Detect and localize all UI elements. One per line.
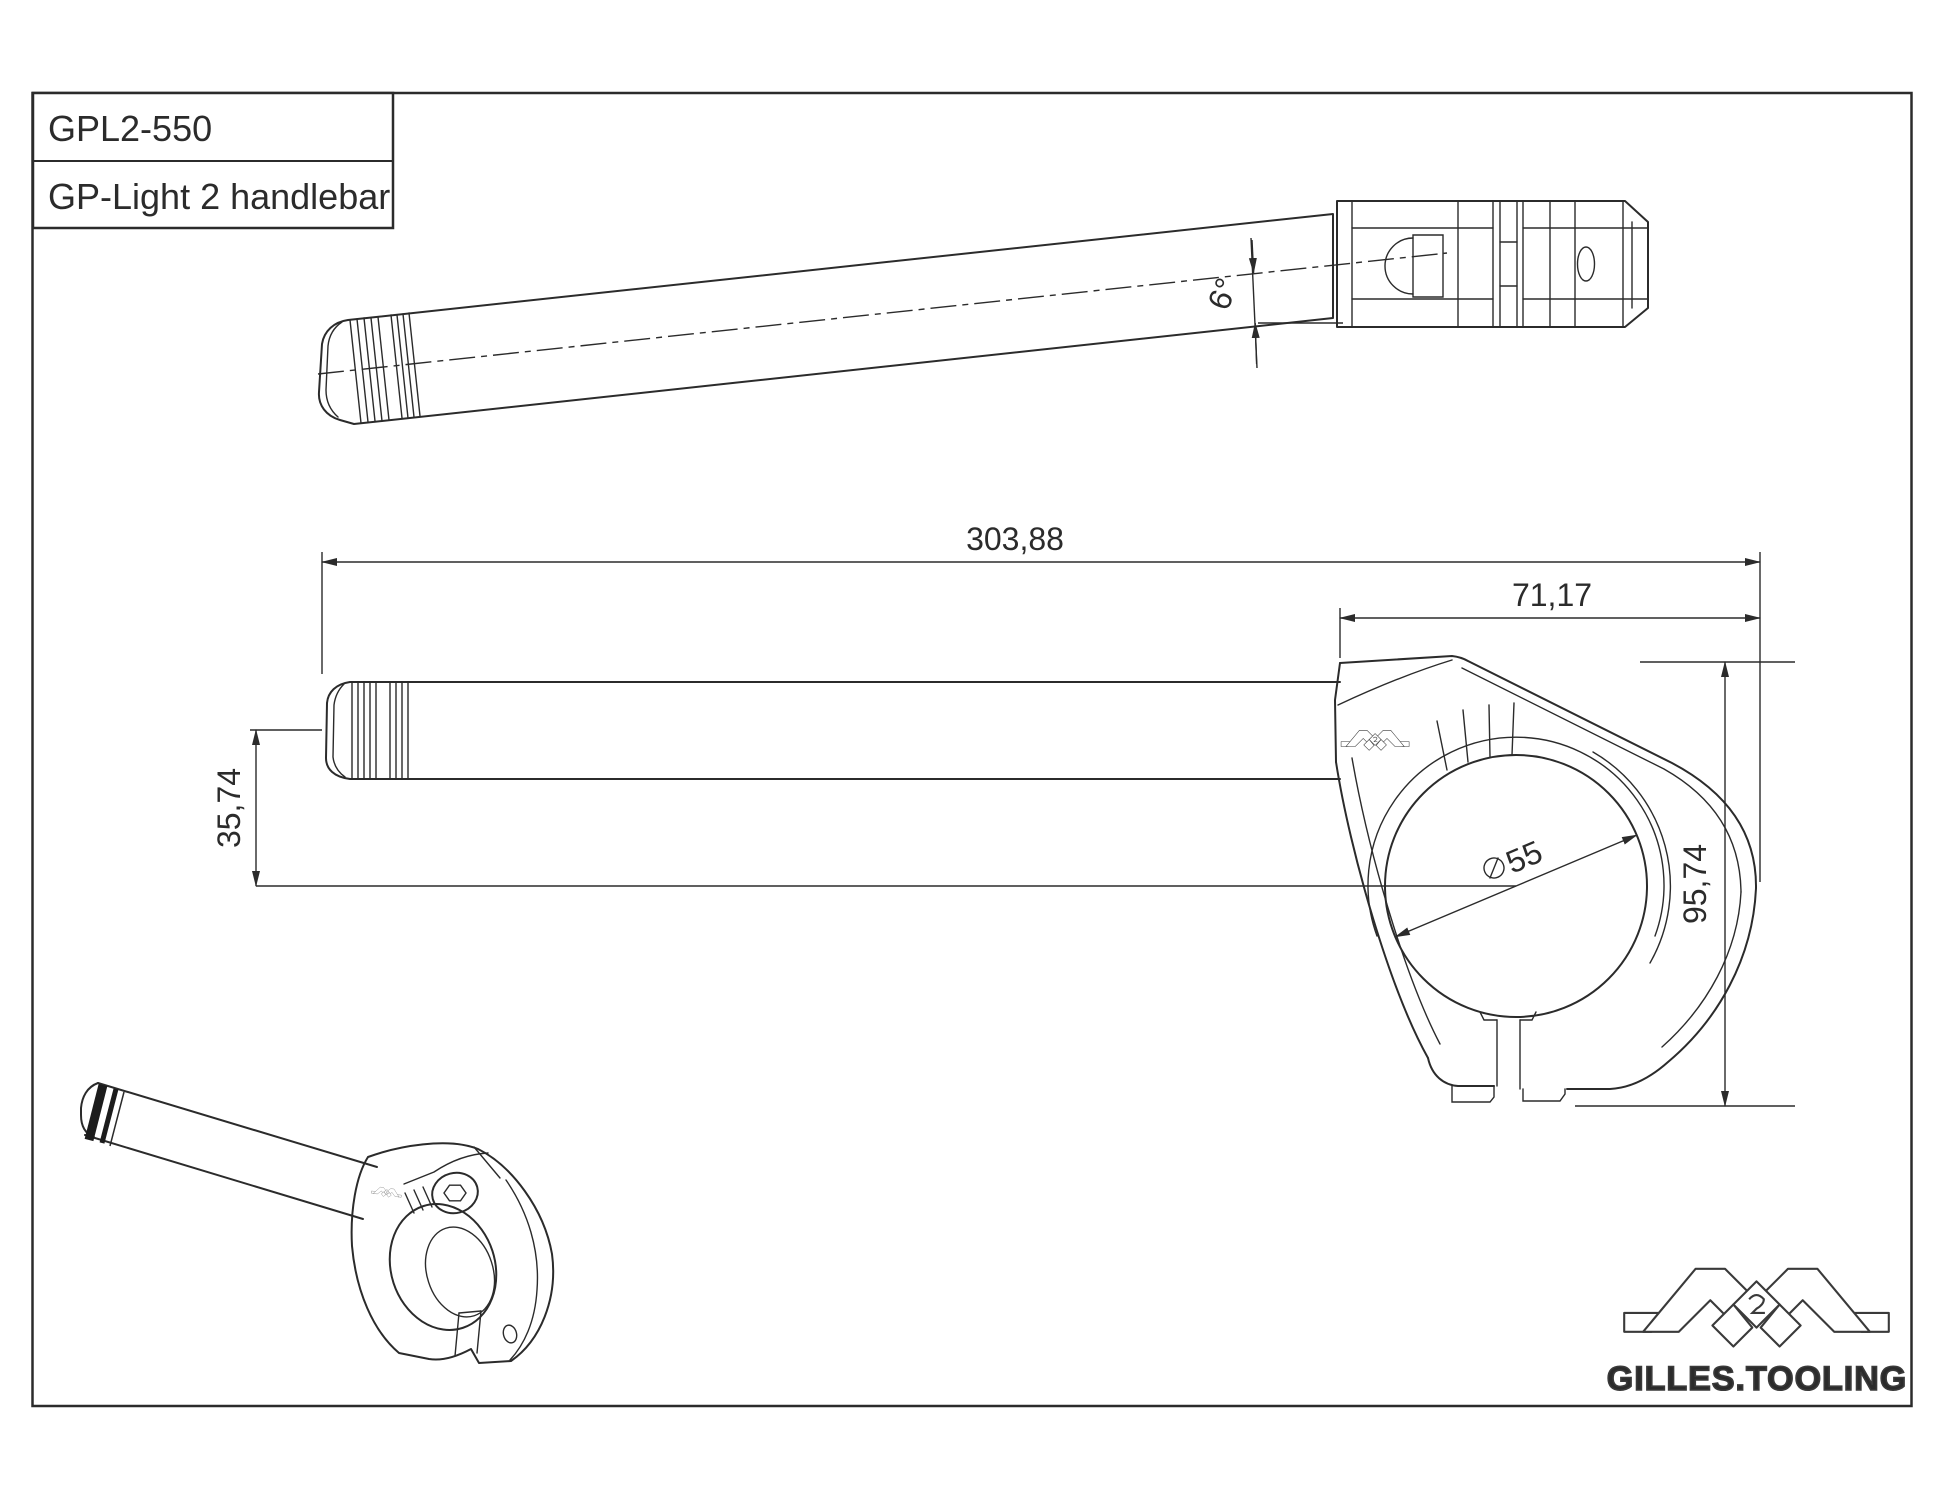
center-drop-dimension: 35,74 [211,729,1516,887]
iso-clamp [350,1142,555,1364]
drawing-frame [31,91,1913,1408]
part-number: GPL2-550 [48,108,212,149]
top-view-knurl [349,312,421,424]
logo-mark-icon [1623,1267,1890,1348]
iso-hash-marks [404,1186,433,1214]
dim-bore-diameter: 55 [1501,833,1548,880]
top-view-clamp [1336,200,1649,328]
angle-dimension: 6° [1200,237,1343,369]
diameter-symbol-icon [1483,857,1505,879]
iso-bottom-hole [502,1324,518,1344]
top-view-slit [1499,241,1518,287]
iso-hex-socket [443,1184,467,1202]
front-clamp [1334,655,1758,1103]
isometric-view [80,1082,555,1364]
title-block: GPL2-550 GP-Light 2 handlebar [31,91,395,230]
iso-engraved-logo-icon [370,1185,403,1200]
part-name: GP-Light 2 handlebar [48,176,390,217]
logo-text: GILLES.TOOLING [1607,1360,1908,1398]
top-view-centerline [317,252,1448,375]
dim-center-drop: 35,74 [211,768,247,848]
front-clamp-hash-marks [1436,702,1515,771]
brand-logo: GILLES.TOOLING [1606,1267,1908,1399]
dim-overall-length: 303,88 [966,521,1064,557]
clamp-width-dimension: 71,17 [1339,577,1761,658]
iso-slit [454,1310,482,1357]
front-tube [325,681,1341,780]
dim-clamp-width: 71,17 [1512,577,1592,613]
engraved-logo-icon [1340,730,1410,751]
clamp-height-dimension: 95,74 [1575,661,1795,1107]
front-view: 303,88 71,17 35,74 [211,521,1795,1107]
iso-bore [388,1203,498,1331]
iso-grip-rings [84,1083,125,1147]
clamp-bore [1384,754,1648,1018]
bore-diameter-dimension: 55 [1394,833,1638,938]
dim-clamp-height: 95,74 [1677,844,1713,924]
overall-length-dimension: 303,88 [321,521,1761,882]
top-view: 6° [317,200,1649,425]
top-view-slot [1576,246,1596,282]
front-clamp-slit [1479,1011,1537,1090]
iso-bolt-head [431,1171,479,1215]
front-knurl [351,681,409,780]
